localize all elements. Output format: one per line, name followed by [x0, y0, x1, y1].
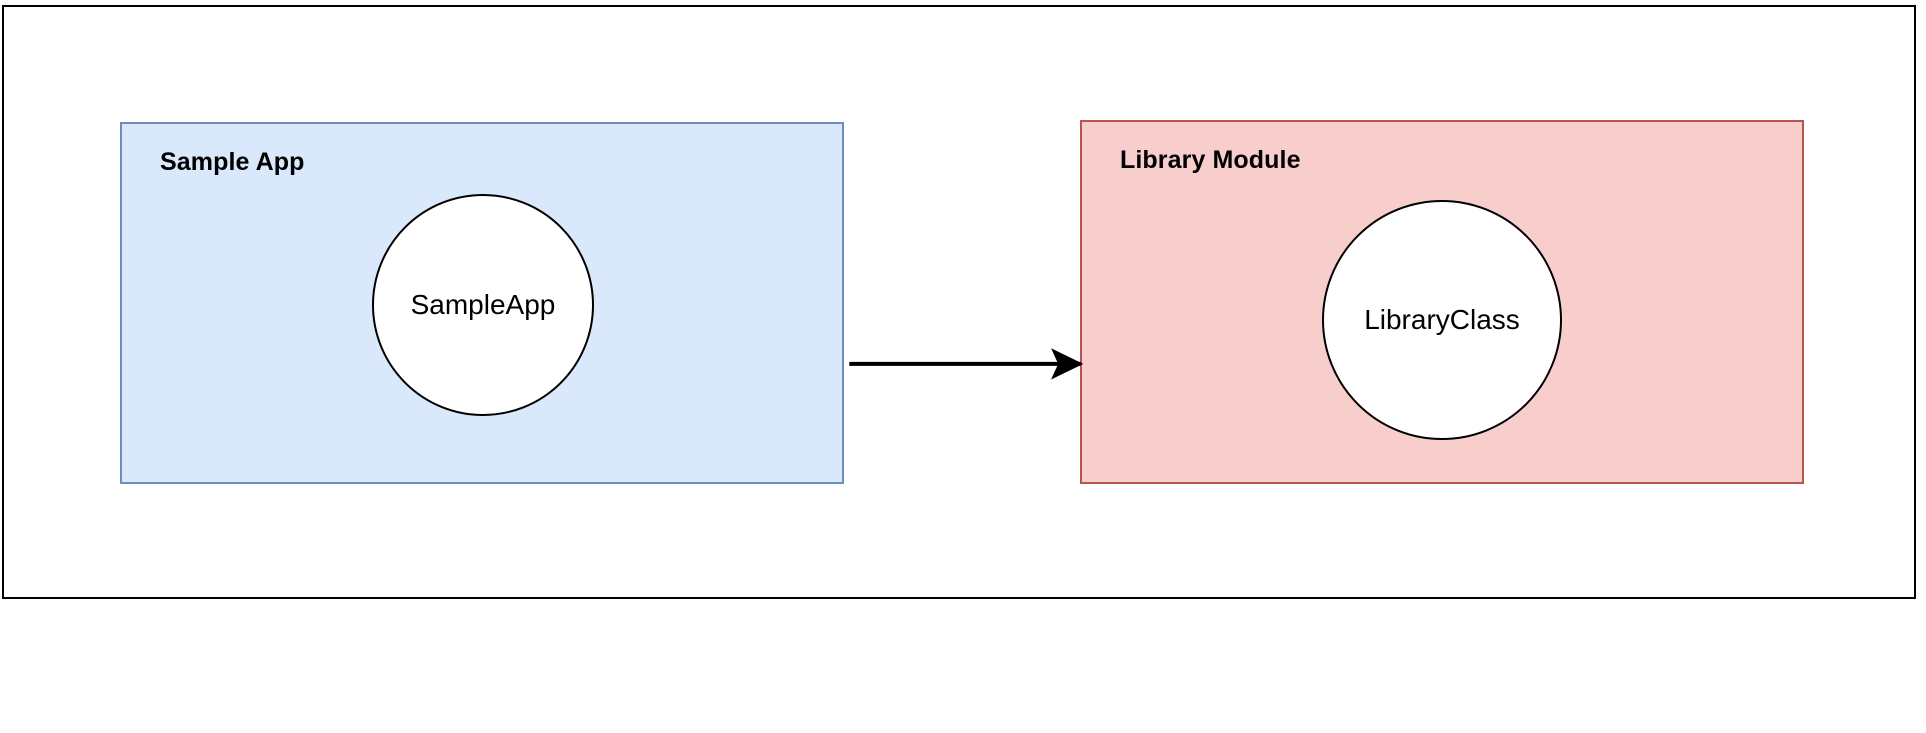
module-title-library-module: Library Module: [1120, 146, 1301, 174]
class-node-library-class[interactable]: LibraryClass: [1322, 200, 1562, 440]
class-node-sample-app[interactable]: SampleApp: [372, 194, 594, 416]
diagram-frame: Sample App Library Module SampleApp Libr…: [2, 5, 1916, 599]
class-label-sample-app: SampleApp: [410, 289, 556, 320]
module-title-sample-app: Sample App: [160, 148, 305, 176]
class-label-library-class: LibraryClass: [1364, 304, 1520, 335]
